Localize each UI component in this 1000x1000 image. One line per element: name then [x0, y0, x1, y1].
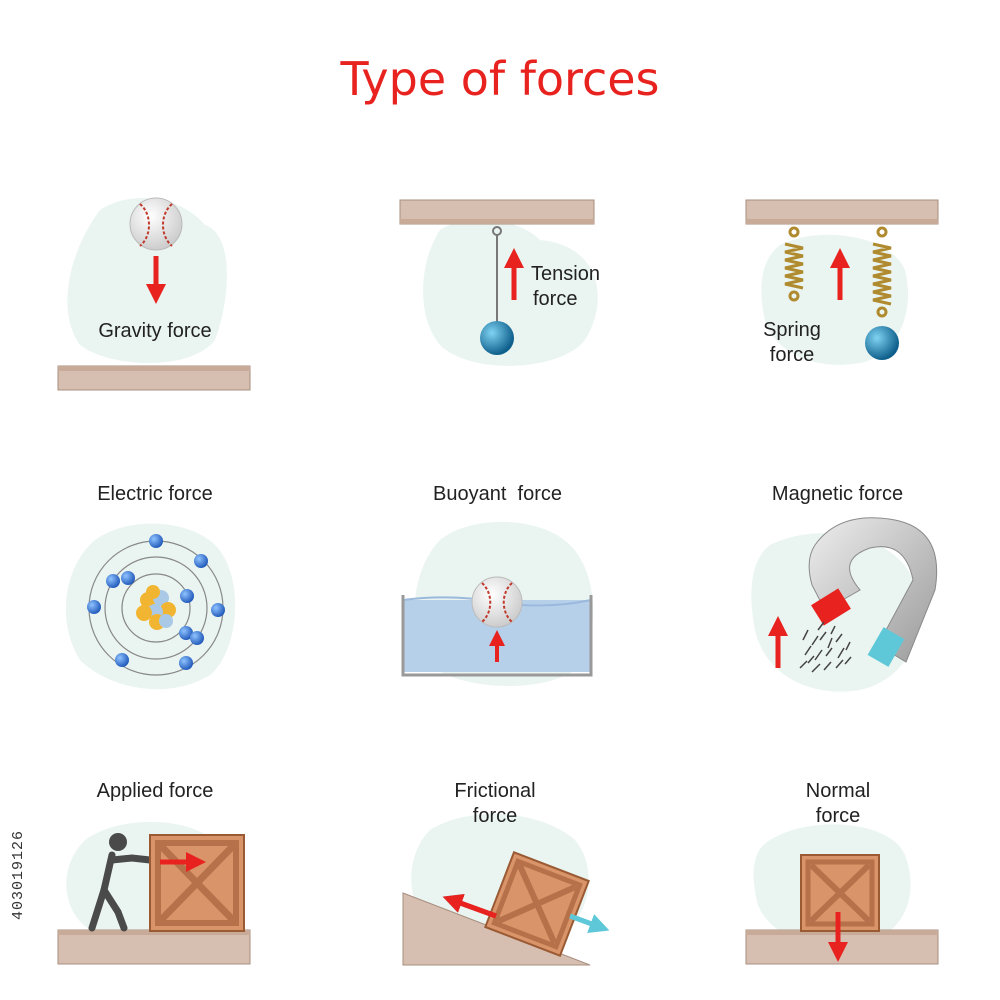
label-tension-line1: Tension — [531, 263, 600, 285]
atom-scene — [87, 534, 225, 676]
label-frictional-force: Frictional force — [435, 779, 555, 829]
nucleus-icon — [136, 585, 176, 630]
page-title: Type of forces — [340, 52, 660, 106]
label-tension-line2: force — [533, 288, 578, 310]
label-spring-force: Spring force — [752, 318, 832, 368]
label-normal-line1: Normal — [805, 780, 871, 802]
baseball-icon — [471, 576, 523, 628]
gravity-scene — [57, 197, 251, 391]
label-buoyant-force: Buoyant force — [433, 483, 562, 505]
label-spring-line2: force — [769, 344, 815, 366]
label-electric-force: Electric force — [97, 483, 213, 505]
crate-icon — [149, 834, 245, 932]
spring-right-icon — [872, 226, 892, 318]
spring-left-icon — [784, 226, 804, 302]
horseshoe-magnet-icon — [808, 517, 938, 663]
iron-filings-icon — [799, 621, 852, 673]
friction-scene — [402, 851, 610, 966]
blue-ball-icon — [480, 321, 514, 355]
side-id: 403019126 — [10, 829, 27, 920]
label-gravity-force: Gravity force — [98, 320, 212, 342]
label-magnetic-force: Magnetic force — [771, 483, 904, 505]
label-tension-force: Tension force — [531, 262, 621, 312]
motion-arrow — [569, 913, 610, 933]
label-normal-line2: force — [815, 805, 861, 827]
buoyant-scene — [401, 576, 593, 677]
blue-ball-icon — [865, 326, 899, 360]
label-frictional-line1: Frictional — [454, 780, 536, 802]
container — [401, 595, 593, 677]
tension-scene — [399, 199, 595, 355]
baseball-icon — [129, 197, 183, 251]
magnet-scene — [768, 517, 938, 673]
applied-scene — [57, 833, 251, 965]
label-frictional-line2: force — [472, 805, 518, 827]
label-spring-line1: Spring — [763, 319, 821, 341]
label-normal-force: Normal force — [778, 779, 898, 829]
ground-ledge — [57, 929, 251, 965]
spring-scene — [745, 199, 939, 360]
ground-ledge — [745, 929, 939, 965]
electron-icons — [87, 534, 225, 670]
crate-icon — [484, 851, 590, 957]
person-icon — [88, 833, 154, 932]
normal-scene — [745, 854, 939, 965]
label-applied-force: Applied force — [96, 780, 214, 802]
